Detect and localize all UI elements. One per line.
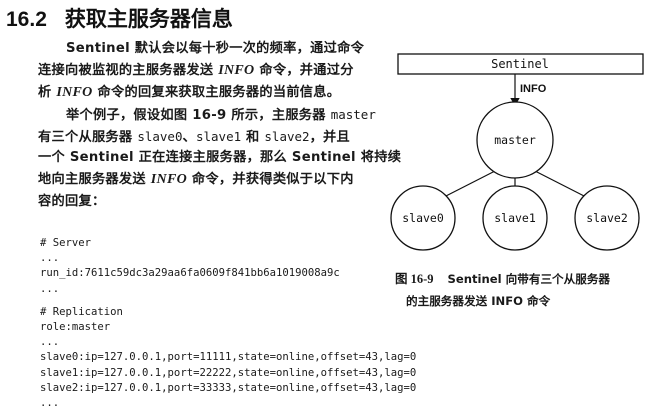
text-run: 一个 Sentinel 正在连接主服务器，那么 Sentinel 将持续 (38, 150, 402, 166)
text-run: 举个例子，假设如图 16-9 所示，主服务器 (66, 107, 331, 123)
slave1-node-label: slave1 (494, 211, 536, 225)
sentinel-box (397, 53, 644, 75)
code-line: ... (40, 282, 60, 295)
paragraph-1-line-3: 析 INFO 命令的回复来获取主服务器的当前信息。 (38, 82, 378, 104)
paragraph-1-line-1: Sentinel 默认会以每十秒一次的频率，通过命令 (38, 38, 378, 60)
slave0-node (390, 185, 456, 251)
caption-line-2: 的主服务器发送 INFO 命令 (406, 294, 551, 308)
sentinel-topology-diagram: Sentinel INFO master slave0 slave1 slave… (390, 50, 647, 282)
info-command-term: INFO (56, 84, 93, 100)
section-number: 16.2 (6, 8, 47, 31)
code-line: run_id:7611c59dc3a29aa6fa0609f841bb6a101… (40, 267, 340, 280)
slave0-term: slave0 (137, 128, 183, 144)
text-run: 和 (241, 129, 265, 145)
text-run: 析 (38, 84, 57, 100)
slave0-node-label: slave0 (402, 211, 444, 225)
code-line: ... (40, 396, 60, 409)
paragraph-2-line-2: 有三个从服务器 slave0、slave1 和 slave2，并且 (38, 126, 378, 148)
slave2-node (574, 185, 640, 251)
caption-line-1: 图 16-9 Sentinel 向带有三个从服务器 (395, 268, 647, 290)
code-line: slave2:ip=127.0.0.1,port=33333,state=onl… (40, 381, 417, 394)
slave1-term: slave1 (195, 128, 242, 144)
paragraph-2-line-3: 一个 Sentinel 正在连接主服务器，那么 Sentinel 将持续 (38, 147, 401, 169)
text-run: Sentinel 默认会以每十秒一次的频率，通过命令 (66, 41, 365, 56)
text-run: 命令的回复来获取主服务器的当前信息。 (92, 84, 341, 100)
info-reply-code-block: # Server ... run_id:7611c59dc3a29aa6fa06… (40, 236, 480, 411)
text-run: 、 (182, 129, 196, 145)
caption-text-1: Sentinel 向带有三个从服务器 (447, 272, 611, 286)
text-run: 命令，并获得类似于以下内 (187, 172, 354, 188)
master-node-label: master (494, 133, 536, 147)
paragraph-2-line-1: 举个例子，假设如图 16-9 所示，主服务器 master (38, 104, 378, 126)
info-command-term: INFO (150, 172, 188, 188)
code-line: # Replication (40, 305, 123, 318)
text-run: 有三个从服务器 (38, 129, 138, 145)
link-master-slave0 (441, 170, 496, 199)
master-node (476, 101, 554, 179)
code-line: slave0:ip=127.0.0.1,port=11111,state=onl… (40, 351, 417, 364)
master-term: master (330, 106, 376, 122)
code-line: # Server (40, 237, 92, 249)
text-run: 命令，并通过分 (254, 62, 354, 78)
slave2-term: slave2 (264, 128, 310, 144)
sentinel-label: Sentinel (491, 57, 549, 71)
paragraph-2-line-4: 地向主服务器发送 INFO 命令，并获得类似于以下内 (38, 169, 378, 191)
section-title: 获取主服务器信息 (64, 7, 233, 31)
info-command-term: INFO (218, 62, 255, 78)
code-line: slave1:ip=127.0.0.1,port=22222,state=onl… (40, 366, 417, 379)
paragraph-2-line-5: 容的回复： (38, 191, 378, 213)
link-master-slave2 (534, 170, 589, 199)
slave1-node (482, 185, 548, 251)
code-line: ... (40, 336, 60, 349)
paragraph-1-line-2: 连接向被监视的主服务器发送 INFO 命令，并通过分 (38, 60, 378, 82)
code-line: ... (40, 252, 60, 265)
info-arrow-label: INFO (520, 83, 547, 95)
text-run: ，并且 (309, 129, 351, 145)
section-heading: 16.2 获取主服务器信息 (6, 3, 233, 33)
figure-number: 图 16-9 (395, 272, 434, 286)
figure-caption: 图 16-9 Sentinel 向带有三个从服务器 的主服务器发送 INFO 命令 (395, 268, 647, 312)
text-run: 容的回复： (38, 194, 106, 210)
code-line: role:master (40, 320, 111, 333)
slave2-node-label: slave2 (586, 211, 628, 225)
text-run: 地向主服务器发送 (38, 172, 151, 188)
diagram-svg: Sentinel INFO master slave0 slave1 slave… (390, 53, 644, 251)
text-run: 连接向被监视的主服务器发送 (38, 62, 219, 78)
body-text: Sentinel 默认会以每十秒一次的频率，通过命令 连接向被监视的主服务器发送… (38, 38, 401, 213)
